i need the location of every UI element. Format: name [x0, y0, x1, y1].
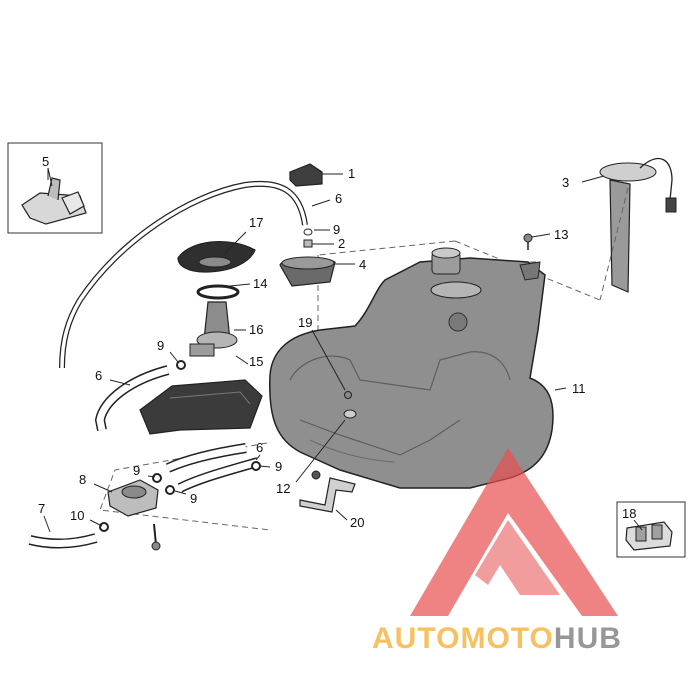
callout-7: 7	[38, 501, 45, 516]
callout-16: 16	[249, 322, 263, 337]
detail-box-part-18	[616, 501, 686, 558]
callout-20: 20	[350, 515, 364, 530]
callout-19: 19	[298, 315, 312, 330]
callout-9-hose: 9	[275, 459, 282, 474]
leader-lines	[43, 168, 605, 533]
callout-10: 10	[70, 508, 84, 523]
part-1-fuel-cap	[289, 163, 323, 187]
fuel-tank	[269, 247, 554, 489]
watermark-moto: MOTO	[460, 622, 553, 655]
callout-4: 4	[359, 257, 366, 272]
part-15-filter-housing	[139, 379, 263, 435]
callout-labels: 1 2 3 4 5 6 6 6 7 8 9 9 9 9 9 10 11 12 1…	[38, 154, 636, 530]
detail-box-part-5	[7, 142, 103, 234]
callout-3: 3	[562, 175, 569, 190]
part-19-12-screws	[343, 391, 357, 419]
part-16-fuel-pump	[189, 301, 238, 357]
callout-9-pump: 9	[157, 338, 164, 353]
watermark-auto: AUTO	[372, 622, 460, 655]
watermark-hub: HUB	[554, 622, 622, 655]
part-14-clamp	[196, 284, 240, 300]
watermark-logo-outer	[410, 448, 618, 616]
callout-18: 18	[622, 506, 636, 521]
callout-13: 13	[554, 227, 568, 242]
callout-17: 17	[249, 215, 263, 230]
breather-hose-upper	[59, 180, 308, 369]
part-2-and-9-fittings	[303, 228, 313, 248]
part-4-filler-ring	[279, 256, 336, 287]
callout-14: 14	[253, 276, 267, 291]
callout-6-bottom: 6	[256, 440, 263, 455]
watermark: AUTOMOTOHUB	[372, 448, 622, 655]
callout-12: 12	[276, 481, 290, 496]
part-17-gasket	[177, 240, 256, 273]
part-8-valve	[107, 479, 161, 551]
callout-15: 15	[249, 354, 263, 369]
part-3-fuel-sender	[599, 157, 677, 301]
callout-8: 8	[79, 472, 86, 487]
svg-text:AUTOMOTOHUB: AUTOMOTOHUB	[372, 622, 622, 655]
hoses-lower	[28, 365, 260, 549]
callout-5: 5	[42, 154, 49, 169]
callout-11: 11	[572, 381, 586, 396]
callout-2: 2	[338, 236, 345, 251]
callout-9-valve-right: 9	[190, 491, 197, 506]
callout-9-top: 9	[333, 222, 340, 237]
callout-6-left: 6	[95, 368, 102, 383]
callout-1: 1	[348, 166, 355, 181]
part-13-screw	[523, 233, 533, 250]
watermark-logo-inner	[475, 520, 560, 595]
part-20-bracket	[299, 470, 356, 513]
callout-6-top: 6	[335, 191, 342, 206]
callout-9-valve-left: 9	[133, 463, 140, 478]
